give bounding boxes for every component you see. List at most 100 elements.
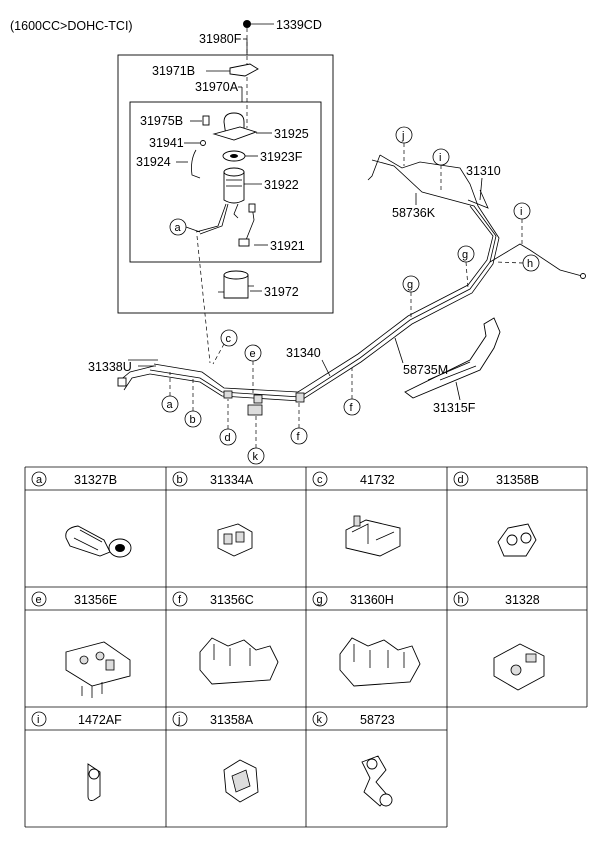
table-cell-c: c 41732 xyxy=(312,471,401,557)
table-cell-j: j 31358A xyxy=(172,711,259,803)
callout-g-rear: g xyxy=(457,245,475,289)
label-31971B: 31971B xyxy=(152,64,195,78)
callout-e: e xyxy=(244,344,262,394)
table-cell-e: e 31356E xyxy=(31,591,131,698)
connector-clip-icon xyxy=(223,759,259,803)
bracket-icon xyxy=(229,63,259,77)
bolt-icon xyxy=(243,20,251,28)
triple-clip-icon xyxy=(199,637,279,685)
svg-text:d: d xyxy=(225,432,231,444)
callout-c: c xyxy=(212,329,238,365)
label-31338U: 31338U xyxy=(88,360,132,374)
label-31310: 31310 xyxy=(466,164,501,178)
table-cell-k: k 58723 xyxy=(312,711,395,807)
cell-letter: g xyxy=(317,594,323,606)
cell-letter: j xyxy=(177,714,180,726)
svg-text:f: f xyxy=(297,431,301,443)
callout-k: k xyxy=(247,416,265,465)
label-31980F: 31980F xyxy=(199,32,242,46)
table-cell-f: f 31356C xyxy=(172,591,279,685)
callout-i-right: i xyxy=(513,202,531,244)
cell-letter: d xyxy=(458,474,464,486)
cell-part-number: 41732 xyxy=(360,473,395,487)
svg-text:h: h xyxy=(527,258,533,270)
hose-clamp-icon xyxy=(65,525,132,558)
multi-line-clip-icon xyxy=(65,641,131,698)
fuel-filter-icon xyxy=(223,167,245,204)
quad-clip-icon xyxy=(339,637,421,687)
svg-text:k: k xyxy=(253,451,259,463)
cell-letter: i xyxy=(37,714,39,726)
cell-letter: a xyxy=(36,474,43,486)
table-cell-d: d 31358B xyxy=(453,471,539,557)
pipe-connector-icon xyxy=(361,755,393,807)
cell-part-number: 31356E xyxy=(74,593,117,607)
parts-table: a 31327B b 31334A c 41732 xyxy=(24,466,588,828)
callout-b: b xyxy=(184,378,202,428)
callout-f-right: f xyxy=(343,368,361,416)
svg-text:g: g xyxy=(462,249,468,261)
engine-spec-title: (1600CC>DOHC-TCI) xyxy=(10,19,133,33)
callout-markers: c e a b d k f xyxy=(161,126,540,465)
block-clip-icon xyxy=(493,643,545,691)
callout-g-center: g xyxy=(402,275,420,318)
inner-assembly-box xyxy=(129,101,322,263)
callout-a-line: a xyxy=(161,372,179,413)
label-31315F: 31315F xyxy=(433,401,476,415)
callout-letter: a xyxy=(175,222,182,234)
sensor-icon xyxy=(202,115,210,126)
svg-text:i: i xyxy=(439,152,441,164)
cell-part-number: 31327B xyxy=(74,473,117,487)
table-cell-g: g 31360H xyxy=(312,591,421,687)
label-31923F: 31923F xyxy=(260,150,303,164)
svg-text:j: j xyxy=(401,130,404,142)
cell-part-number: 31358B xyxy=(496,473,539,487)
table-cell-a: a 31327B xyxy=(31,471,132,558)
label-31924: 31924 xyxy=(136,155,171,169)
label-31925: 31925 xyxy=(274,127,309,141)
callout-j: j xyxy=(395,126,413,166)
label-31975B: 31975B xyxy=(140,114,183,128)
cell-part-number: 31358A xyxy=(210,713,254,727)
line-end-fitting xyxy=(117,377,127,387)
svg-text:e: e xyxy=(250,348,256,360)
retainer-clip-icon xyxy=(345,515,401,557)
label-58735M: 58735M xyxy=(403,363,448,377)
svg-text:g: g xyxy=(407,279,413,291)
table-cell-i: i 1472AF xyxy=(31,711,122,801)
cell-part-number: 1472AF xyxy=(78,713,122,727)
table-cell-h: h 31328 xyxy=(453,591,545,691)
clip-f xyxy=(295,392,305,403)
line-end-fitting xyxy=(580,273,586,279)
line-clip-icon xyxy=(217,523,253,557)
p-clip-icon xyxy=(87,763,101,801)
cell-part-number: 31334A xyxy=(210,473,254,487)
cell-part-number: 31356C xyxy=(210,593,254,607)
label-31921: 31921 xyxy=(270,239,305,253)
svg-text:f: f xyxy=(350,402,354,414)
clip-e xyxy=(253,394,263,404)
svg-text:a: a xyxy=(167,399,174,411)
hose-clip-icon xyxy=(191,149,201,179)
callout-i-top: i xyxy=(432,148,450,192)
label-31970A: 31970A xyxy=(195,80,239,94)
label-31922: 31922 xyxy=(264,178,299,192)
filter-assembly: 1339CD 31980F 31971B 31970A 31975B 31925… xyxy=(117,18,334,364)
callout-d: d xyxy=(219,399,237,446)
washer-icon xyxy=(200,140,206,146)
cell-letter: h xyxy=(458,594,464,606)
cell-letter: e xyxy=(36,594,42,606)
label-58736K: 58736K xyxy=(392,206,436,220)
label-1339CD: 1339CD xyxy=(276,18,322,32)
clip-d xyxy=(223,390,233,399)
cell-part-number: 31360H xyxy=(350,593,394,607)
table-cell-b: b 31334A xyxy=(172,471,254,557)
heat-shield-icon xyxy=(404,317,501,399)
filter-outlet-pipe xyxy=(199,203,239,235)
svg-text:b: b xyxy=(190,414,196,426)
cell-letter: k xyxy=(317,714,323,726)
callout-h: h xyxy=(495,254,540,272)
clip-k xyxy=(247,404,263,416)
double-clip-icon xyxy=(497,523,537,557)
